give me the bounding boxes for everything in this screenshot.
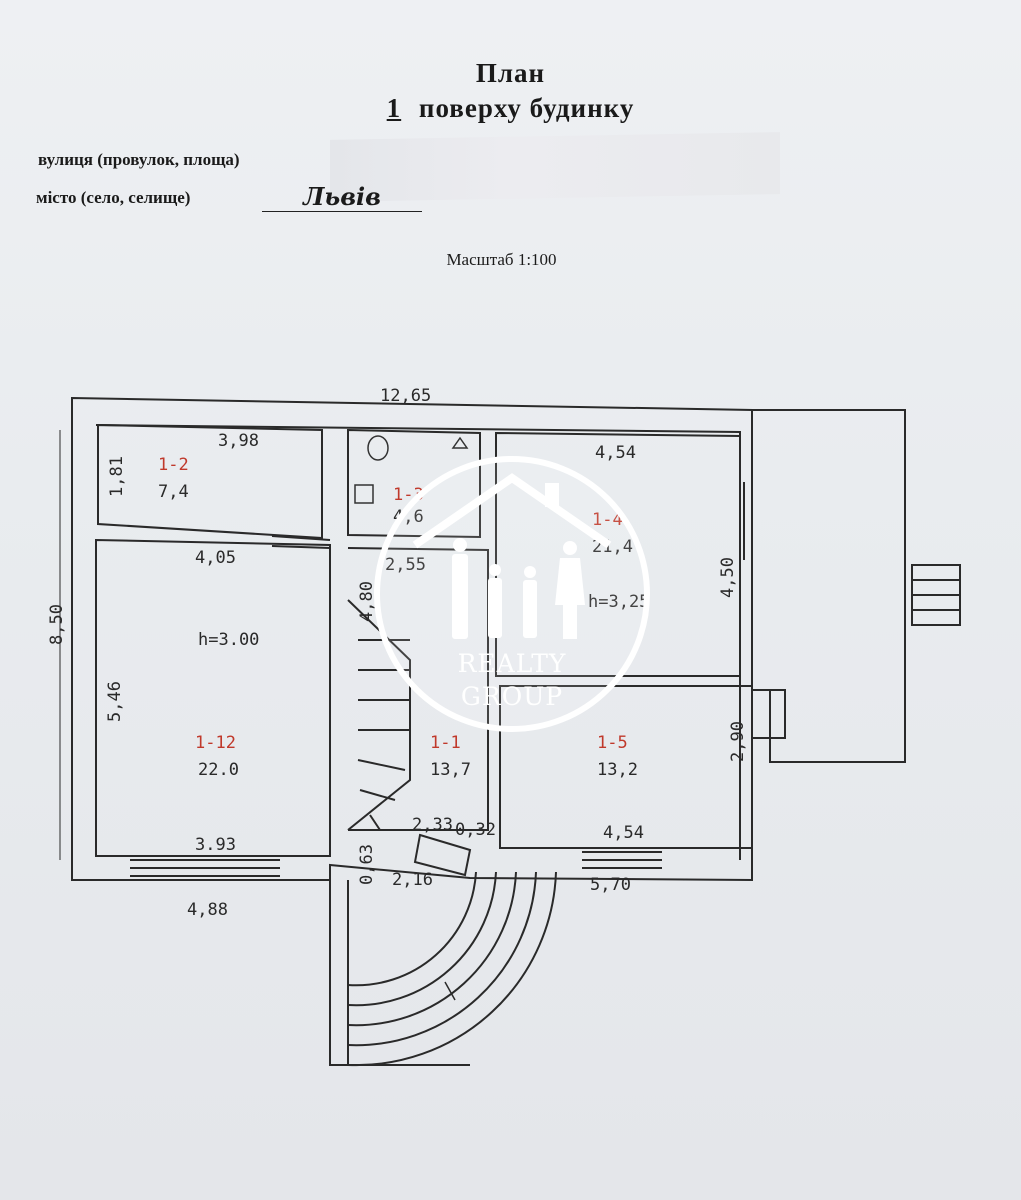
city-value: Львів: [262, 182, 422, 212]
hall-walls: [347, 547, 489, 831]
dim-door-233: 2,33: [412, 815, 453, 835]
terrace-steps: [911, 564, 961, 626]
room-1-12-walls: [95, 538, 331, 857]
dim-overall-height: 8,50: [47, 604, 67, 645]
door-top-left: [271, 535, 331, 549]
inner-wall-line: [95, 424, 741, 860]
logo-roof-icon: [412, 473, 612, 549]
porch-arc-1: [347, 871, 557, 1067]
logo-line1: REALTY: [458, 649, 567, 678]
entry-arrow-icon: [444, 981, 456, 1001]
room-1-2-walls: [97, 423, 323, 540]
dim-r2-width: 3,98: [218, 431, 259, 451]
street-label: вулиця (провулок, площа): [38, 150, 240, 169]
dim-r12-top: 4,05: [195, 548, 236, 568]
room-1-4-id: 1-4: [592, 510, 623, 530]
dim-bottom-left: 4,88: [187, 900, 228, 920]
dim-bottom-right: 5,70: [590, 875, 631, 895]
room-1-4-height: h=3,25: [588, 592, 649, 612]
bathroom-fixtures: [354, 435, 469, 504]
room-1-12-area: 22.0: [198, 760, 239, 780]
window-right: [743, 482, 753, 560]
window-bottom-left: [130, 859, 280, 877]
dim-r4-width: 4,54: [595, 443, 636, 463]
dim-r5-height: 2,90: [728, 721, 748, 762]
side-door: [752, 689, 786, 739]
porch-arc-4: [347, 871, 497, 1007]
dim-hall-width: 2,55: [385, 555, 426, 575]
dim-r12-bottom: 3.93: [195, 835, 236, 855]
room-1-5-area: 13,2: [597, 760, 638, 780]
porch-arc-2: [347, 871, 537, 1047]
plan-title: План: [475, 58, 546, 88]
room-1-12-height: h=3.00: [198, 630, 259, 650]
logo-family-icon: [452, 538, 585, 639]
terrace-outline: [752, 409, 906, 763]
room-1-2-area: 7,4: [158, 482, 189, 502]
dim-r5-width: 4,54: [603, 823, 644, 843]
room-1-5-id: 1-5: [597, 733, 628, 753]
porch-arc-3: [347, 871, 517, 1027]
room-1-5-walls: [499, 685, 753, 849]
dim-door-032: 0,32: [455, 820, 496, 840]
room-1-12-id: 1-12: [195, 733, 236, 753]
dim-r2-height: 1,81: [107, 456, 127, 497]
dim-overall-width: 12,65: [380, 386, 431, 406]
room-1-2-id: 1-2: [158, 455, 189, 475]
dim-r4-height: 4,50: [718, 557, 738, 598]
entrance-door: [413, 833, 472, 877]
room-1-1-area: 13,7: [430, 760, 471, 780]
room-1-3-walls: [347, 428, 481, 539]
logo-chimney: [545, 483, 559, 507]
scale-label: Масштаб 1:100: [446, 250, 557, 269]
dim-r12-height: 5,46: [105, 681, 125, 722]
window-bottom-right: [582, 851, 662, 869]
floor-title-text: поверху будинку: [418, 93, 635, 123]
logo-line2: GROUP: [461, 682, 563, 711]
dim-stair-length: 4,80: [357, 581, 377, 622]
porch-outline: [329, 880, 470, 1066]
porch-arc-5: [347, 871, 477, 987]
plan-subtitle: 1 поверху будинку: [0, 93, 1021, 124]
city-label: місто (село, селище): [36, 188, 191, 207]
realty-group-watermark: REALTY GROUP: [374, 456, 650, 732]
dim-porch-063: 0,63: [357, 844, 377, 885]
dim-porch-216: 2,16: [392, 870, 433, 890]
floor-number: 1: [386, 93, 402, 123]
room-1-1-id: 1-1: [430, 733, 461, 753]
